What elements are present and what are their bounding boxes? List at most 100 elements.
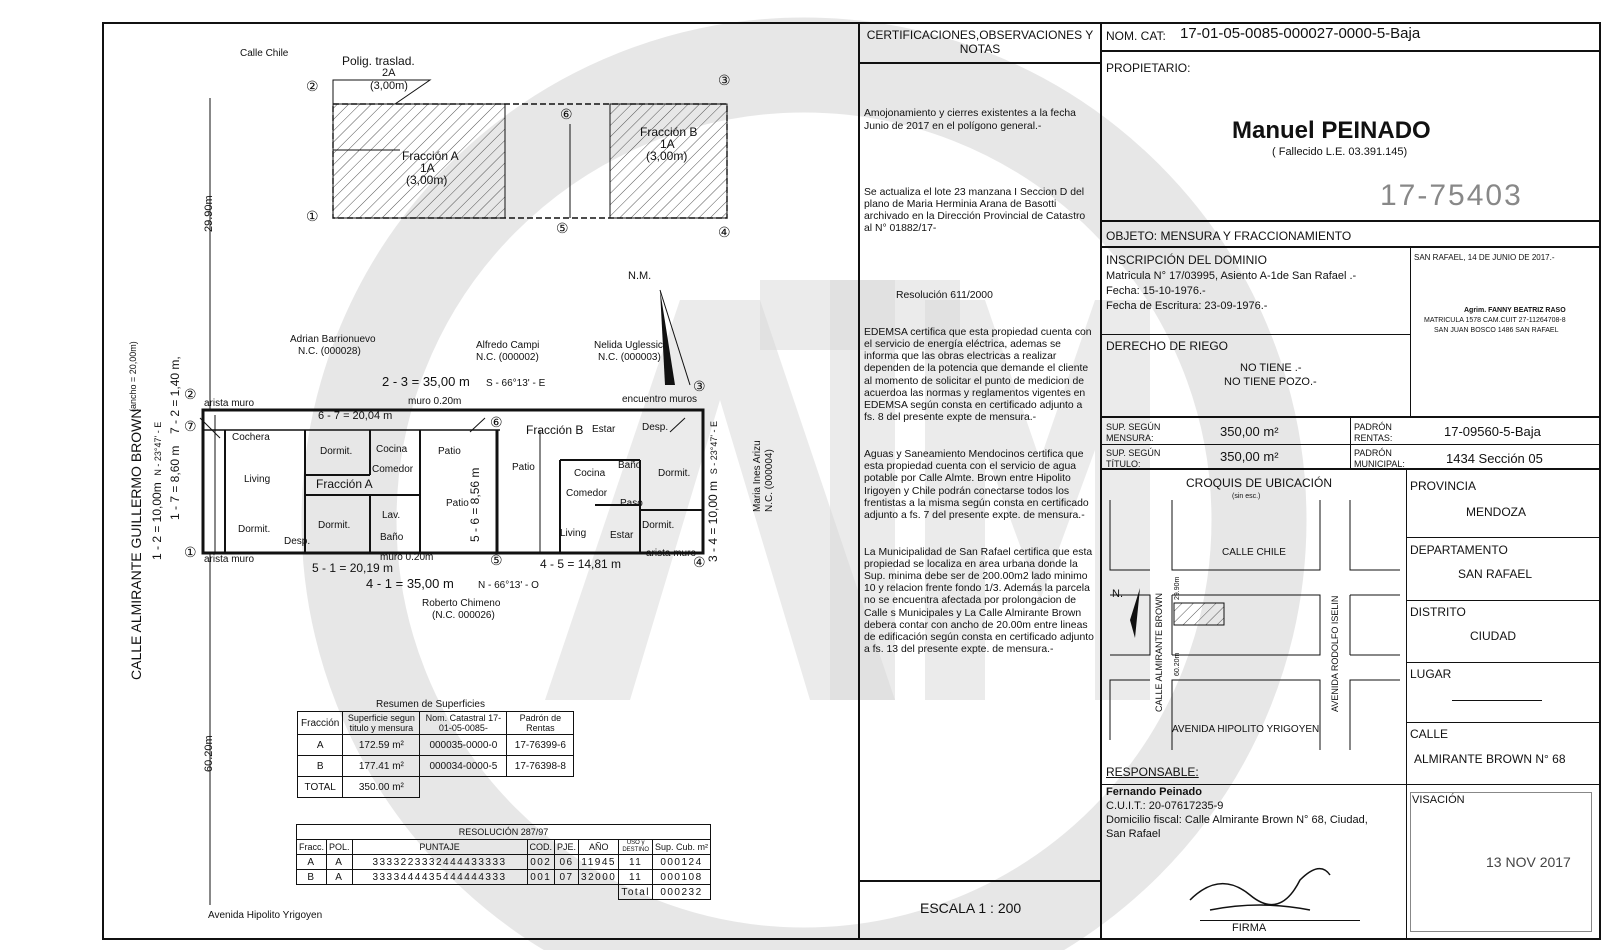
side-34: 3 - 4 = 10,00 m S - 23°47' - E bbox=[706, 420, 720, 562]
bearing-41: N - 66°13' - O bbox=[478, 580, 539, 591]
calle-label: CALLE bbox=[1410, 727, 1449, 741]
neighbor-1-nc: N.C. (000002) bbox=[476, 352, 539, 363]
street-left-width: (ancho = 20,00m) bbox=[128, 341, 138, 412]
fa-top-1: Fracción A bbox=[402, 149, 459, 163]
side-56: 5 - 6 = 8,56 m bbox=[468, 467, 482, 542]
owner-note: ( Fallecido L.E. 03.391.145) bbox=[1272, 146, 1408, 158]
res-blank bbox=[297, 885, 619, 900]
res-r1-2: 3333444435444444333 bbox=[351, 869, 528, 885]
croquis-iselin: AVENIDA RODOLFO ISELIN bbox=[1330, 595, 1340, 712]
rr-0-0: A bbox=[296, 734, 344, 756]
objeto: OBJETO: MENSURA Y FRACCIONAMIENTO bbox=[1106, 229, 1352, 243]
side-51: 5 - 1 = 20,19 m bbox=[312, 561, 394, 575]
riego-1: NO TIENE POZO.- bbox=[1224, 376, 1317, 388]
survey-plan bbox=[199, 79, 728, 905]
res-r1-1: A bbox=[326, 869, 353, 885]
side-17: 1 - 7 = 8,60 m bbox=[168, 445, 182, 520]
rh-0: Fracción bbox=[296, 711, 344, 735]
polygon-top bbox=[332, 103, 728, 219]
side-41: 4 - 1 = 35,00 m bbox=[366, 576, 454, 591]
nom-cat: 17-01-05-0085-000027-0000-5-Baja bbox=[1180, 25, 1421, 42]
res-r0-5: 11945 bbox=[578, 854, 620, 870]
hline-7 bbox=[1100, 468, 1601, 470]
sup-mensura-label-1: SUP. SEGÚN bbox=[1106, 422, 1161, 432]
croquis-yrigoyen: AVENIDA HIPOLITO YRIGOYEN bbox=[1172, 724, 1320, 735]
res-total-label: Total bbox=[618, 884, 653, 900]
sup-titulo: 350,00 m² bbox=[1220, 449, 1279, 464]
notes-header-box bbox=[858, 22, 1102, 64]
arista-bottom: arista muro bbox=[204, 554, 255, 565]
croquis-chile: CALLE CHILE bbox=[1222, 547, 1286, 558]
croquis-map bbox=[1109, 500, 1400, 750]
res-h-2: PUNTAJE bbox=[351, 839, 528, 855]
responsable-label: RESPONSABLE: bbox=[1106, 765, 1199, 779]
res-h-0: Fracc. bbox=[295, 839, 328, 855]
padron-rentas: 17-09560-5-Baja bbox=[1444, 424, 1541, 439]
responsable-2: Domicilio fiscal: Calle Almirante Brown … bbox=[1106, 814, 1368, 826]
room-patio-2: Patio bbox=[446, 498, 469, 509]
side-12: 1 - 2 = 10,00m N - 23°47' - E bbox=[150, 421, 164, 560]
point-5-top: ⑤ bbox=[556, 220, 569, 236]
room-living: Living bbox=[244, 474, 271, 485]
rr-1-1: 177.41 m² bbox=[342, 755, 421, 777]
croquis-n: N. bbox=[1112, 588, 1123, 600]
room-estar-2: Estar bbox=[610, 530, 634, 541]
sup-titulo-label-2: TÍTULO: bbox=[1106, 459, 1141, 469]
room-patio-1: Patio bbox=[438, 446, 461, 457]
res-r0-0: A bbox=[295, 854, 328, 870]
resumen-table: Fracción Superficie segun titulo y mensu… bbox=[296, 711, 575, 798]
visacion-box bbox=[1410, 792, 1592, 932]
provincia: MENDOZA bbox=[1466, 505, 1526, 519]
responsable-0: Fernando Peinado bbox=[1106, 786, 1202, 798]
res-r0-4: 06 bbox=[554, 854, 580, 870]
distrito-label: DISTRITO bbox=[1410, 605, 1466, 619]
room-paso: Paso bbox=[620, 498, 643, 509]
res-h-6: USO y DESTINO bbox=[618, 839, 653, 855]
rr-2-3 bbox=[507, 777, 574, 798]
visacion-date: 13 NOV 2017 bbox=[1486, 854, 1571, 870]
resumen-title: Resumen de Superficies bbox=[376, 699, 485, 710]
info-frame bbox=[1100, 22, 1601, 940]
res-h-4: PJE. bbox=[554, 839, 580, 855]
point-1: ① bbox=[184, 544, 197, 560]
note-1: Se actualiza el lote 23 manzana I Seccio… bbox=[864, 186, 1089, 235]
departamento: SAN RAFAEL bbox=[1458, 567, 1533, 581]
point-4: ④ bbox=[693, 554, 706, 570]
vline-sup bbox=[1350, 418, 1351, 468]
surveyor-1: MATRICULA 1578 CAM.CUIT 27-11264708-8 bbox=[1424, 317, 1566, 324]
res-r0-6: 11 bbox=[618, 854, 653, 870]
surveyor-0: Agrim. FANNY BEATRIZ RASO bbox=[1464, 307, 1566, 314]
rr-0-2: 000035-0000-0 bbox=[419, 734, 508, 756]
neighbor-3-name: Roberto Chimeno bbox=[422, 598, 501, 609]
resolucion-table: RESOLUCIÓN 287/97 Fracc. POL. PUNTAJE CO… bbox=[295, 824, 712, 900]
inscripcion-0: Matricula N° 17/03995, Asiento A-1de San… bbox=[1106, 270, 1357, 282]
dim-6020: 60.20m bbox=[203, 735, 215, 772]
muro-top: muro 0.20m bbox=[408, 396, 462, 407]
nom-cat-label: NOM. CAT: bbox=[1106, 29, 1166, 43]
point-3-top: ③ bbox=[718, 72, 731, 88]
padron-mun: 1434 Sección 05 bbox=[1446, 451, 1543, 466]
hline-1 bbox=[1100, 50, 1601, 52]
escala: ESCALA 1 : 200 bbox=[920, 900, 1022, 916]
avenida-label: Avenida Hipolito Yrigoyen bbox=[208, 910, 323, 921]
dim-2990: 29.90m bbox=[203, 195, 215, 232]
room-comedor: Comedor bbox=[372, 464, 414, 475]
room-lav: Lav. bbox=[382, 510, 401, 521]
rr-0-3: 17-76399-6 bbox=[506, 734, 575, 756]
street-left-label: CALLE ALMIRANTE GUILLERMO BROWN bbox=[128, 408, 144, 680]
res-r1-3: 001 bbox=[526, 869, 556, 885]
side-45: 4 - 5 = 14,81 m bbox=[540, 557, 622, 571]
note-5: La Municipalidad de San Rafael certifica… bbox=[864, 546, 1097, 656]
room-cocina: Cocina bbox=[376, 444, 408, 455]
encuentro-label: encuentro muros bbox=[622, 394, 698, 405]
vline-insc bbox=[1410, 246, 1411, 416]
room-comedor-2: Comedor bbox=[566, 488, 608, 499]
croquis-d1: 29.90m bbox=[1174, 576, 1181, 600]
croquis-north-arrow-icon bbox=[1130, 588, 1140, 638]
rr-2-2 bbox=[420, 777, 507, 798]
neighbor-0-nc: N.C. (000028) bbox=[298, 346, 361, 357]
res-r0-2: 3333223332444433333 bbox=[351, 854, 528, 870]
arista-top: arista muro bbox=[204, 398, 255, 409]
arista-bottom-right: arista muro bbox=[646, 548, 697, 559]
